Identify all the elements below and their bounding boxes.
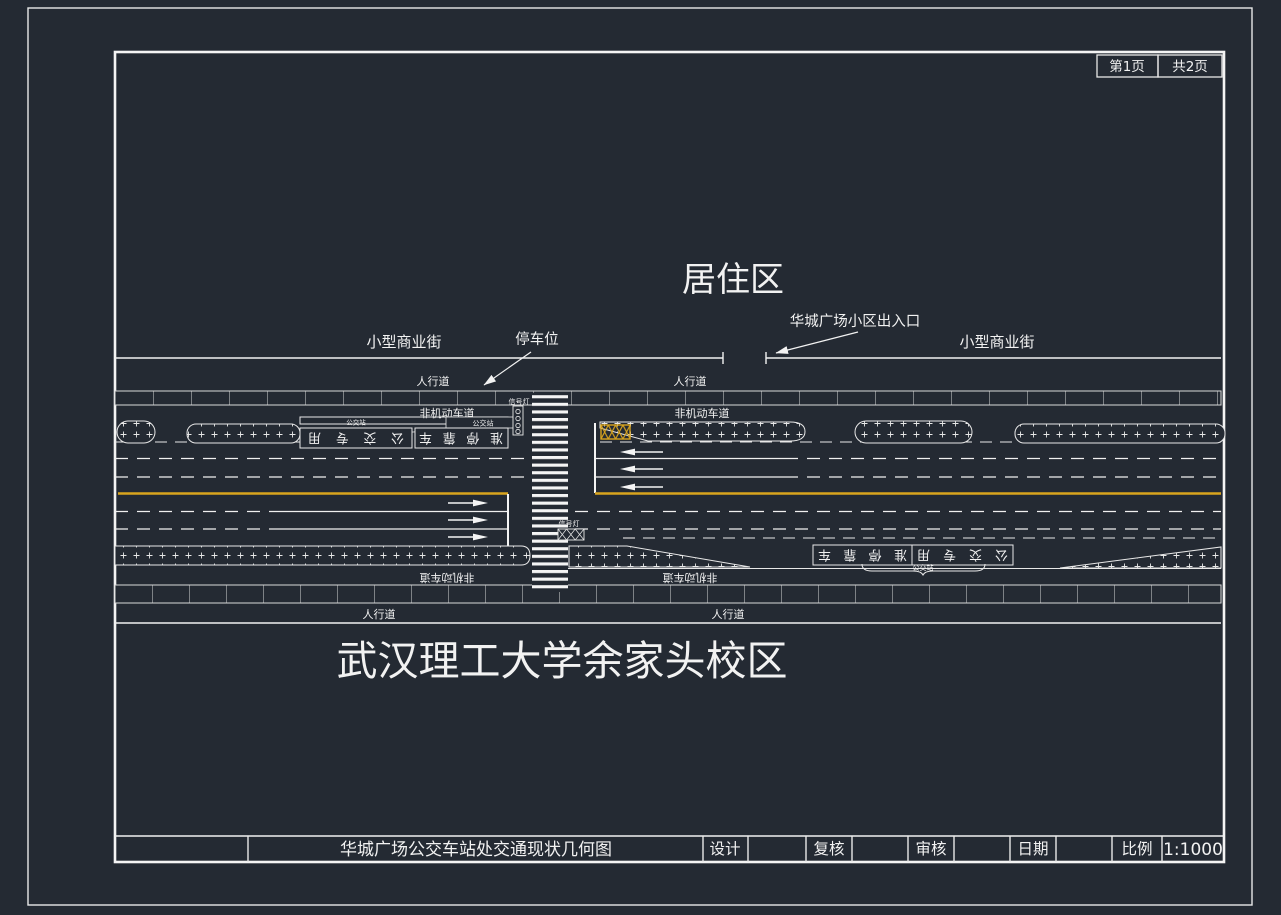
building-line-north [115,352,1221,364]
north-annotations: 居住区 小型商业街 小型商业街 停车位 华城广场小区出入口 人行道 人行道 [115,260,1221,388]
crosswalk-stripes [532,393,568,592]
residential-area-label: 居住区 [682,260,784,300]
eastbound-lanes [115,494,1221,546]
entrance-label: 华城广场小区出入口 [790,313,921,330]
sidewalk-label-top-right: 人行道 [674,374,707,388]
parking-space-label: 停车位 [515,331,559,348]
signal-marker-north: 信号灯 [509,397,530,436]
sidewalk-label-top-left: 人行道 [417,374,450,388]
bus-station-label-north: 公交站 [473,419,494,428]
lane-line-solid [595,457,785,478]
entrance-leader-arrow [775,331,859,354]
audit-label: 审核 [915,840,946,858]
commercial-street-left-label: 小型商业街 [366,333,441,351]
scale-value: 1:1000 [1163,840,1223,860]
drawing-title: 华城广场公交车站处交通现状几何图 [340,840,612,860]
page-current-label: 第1页 [1109,58,1145,75]
bus-lane-text-cell [911,544,1014,566]
campus-label: 武汉理工大学余家头校区 [337,637,788,685]
sheet-frame: 第1页 共2页 [27,7,1253,906]
lane-line-dashed [115,457,530,478]
check-label: 复核 [813,840,844,858]
sidewalk-label-bottom-right: 人行道 [712,607,745,621]
median-island [1059,546,1222,569]
lane-arrows-eastbound [448,499,488,541]
parking-leader-arrow [483,351,532,386]
bus-station-label-south: 公交站 [913,563,934,572]
title-block: 华城广场公交车站处交通现状几何图 设计 复核 审核 日期 比例 1:1000 [115,835,1224,862]
lane-arrows-westbound [620,448,663,491]
median-island [854,420,973,444]
non-motorized-label-bottom-right: 非机动车道 [663,571,718,585]
commercial-street-right-label: 小型商业街 [959,333,1034,351]
page-indicator: 第1页 共2页 [1096,54,1223,78]
bus-bay-north: 公交站 公交站 公交专用 准停靠车 [299,416,521,449]
page-total-box [1157,54,1223,78]
yellow-grid-box [600,424,631,440]
sidewalk-tiles-north [114,390,1222,406]
outer-border [27,7,1253,906]
median-island [599,421,806,442]
bus-bay-south: 准停靠车 公交专用 公交站 [812,544,1014,577]
median-island [568,545,751,568]
non-motorized-label-top-right: 非机动车道 [675,406,730,420]
non-motorized-label-bottom-left: 非机动车道 [420,571,475,585]
sidewalk-tiles-south [114,584,1222,604]
inner-frame [113,50,1226,864]
bus-lane-text-cell [299,427,413,449]
scale-label: 比例 [1121,840,1152,858]
design-label: 设计 [709,840,740,858]
signal-light-label: 信号灯 [559,519,580,528]
signal-light-label: 信号灯 [509,397,530,406]
south-annotations: 人行道 人行道 武汉理工大学余家头校区 [115,607,1221,685]
lane-line-solid [275,510,508,530]
westbound-lanes [115,423,1221,493]
sidewalk-label-bottom-left: 人行道 [363,607,396,621]
bus-station-brace [861,563,986,577]
median-island [116,420,156,444]
bus-station-mini-label: 公交站 [346,418,366,427]
title-block-dividers [247,836,1163,862]
median-island [186,423,301,444]
lane-line-dashed [575,510,1221,530]
roadway: 非机动车道 非机动车道 非机动车道 非机动车道 公交站 公交站 公交专用 准停靠… [114,390,1226,604]
lane-line-dashed [115,510,275,530]
bus-stop-text-cell [414,427,509,449]
median-island [114,545,531,566]
lane-line-dashed [785,457,1221,478]
date-label: 日期 [1017,840,1048,858]
median-island [1014,423,1226,444]
signal-marker-south: 信号灯 [557,519,585,541]
crosswalk [532,393,568,592]
page-total-label: 共2页 [1172,59,1208,75]
